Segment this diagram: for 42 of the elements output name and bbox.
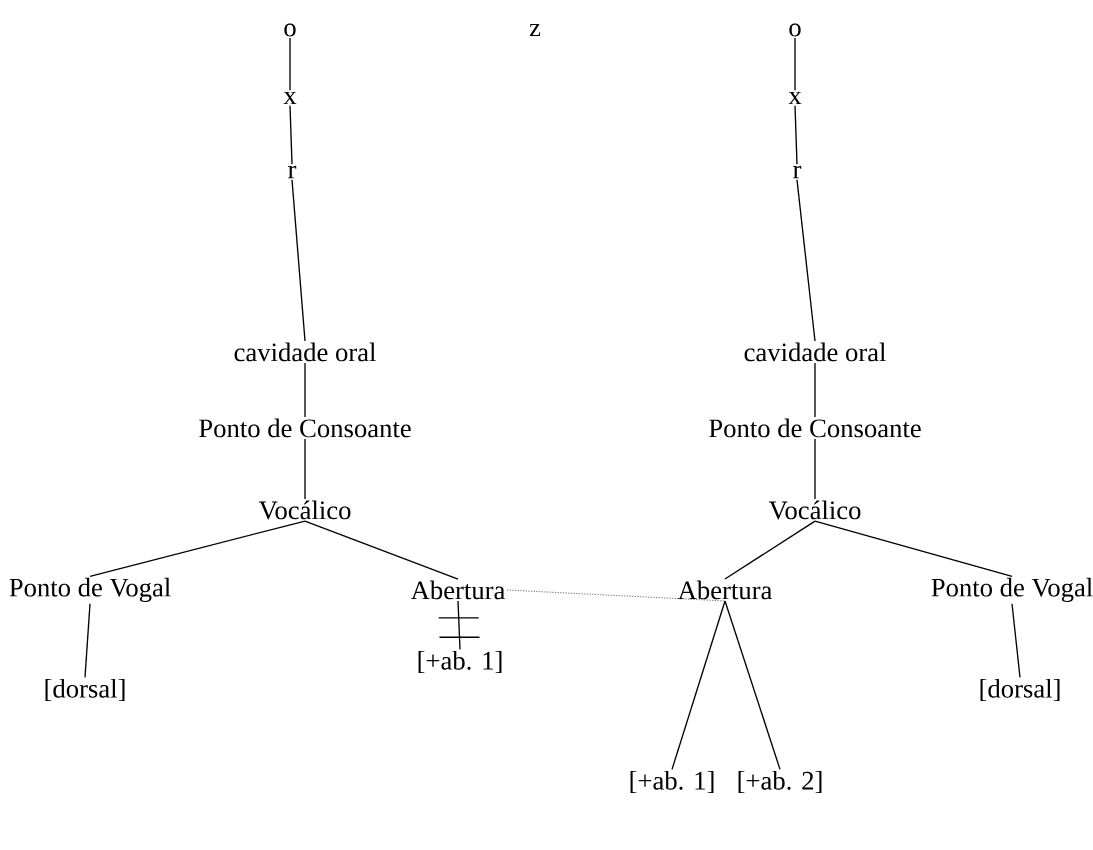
tree-branch xyxy=(304,362,306,418)
tree-label: r xyxy=(793,165,802,179)
tree-label: Ponto de Vogal xyxy=(9,577,171,603)
tree-label: [+ab. 1] xyxy=(418,650,502,674)
tree-label: o xyxy=(789,23,801,37)
tree-branch xyxy=(814,520,1013,577)
tree-label: Abertura xyxy=(410,580,505,600)
tree-label: Ponto de Consoante xyxy=(199,418,411,438)
tree-label: Abertura xyxy=(677,580,772,600)
tree-branch xyxy=(794,37,796,91)
tree-label: [+ab. 2] xyxy=(738,770,822,794)
tree-branch xyxy=(84,603,91,679)
tree-label: Ponto de Consoante xyxy=(709,418,921,438)
tree-branch xyxy=(724,600,781,771)
tree-branch xyxy=(89,520,306,577)
tree-label: r xyxy=(288,165,297,179)
tree-branch xyxy=(289,105,293,165)
tree-branch xyxy=(814,362,816,418)
tree-branch xyxy=(304,520,459,580)
tree-branch xyxy=(794,105,798,165)
tree-label: Vocálico xyxy=(258,500,351,520)
tree-label: [+ab. 1] xyxy=(630,770,714,794)
tree-branch xyxy=(671,600,726,771)
tree-branch xyxy=(304,438,306,500)
tree-branch xyxy=(289,37,291,91)
tree-label: Vocálico xyxy=(768,500,861,520)
tree-label: [dorsal] xyxy=(980,678,1060,702)
tree-label: o xyxy=(284,23,296,37)
tree-branch xyxy=(796,179,816,342)
tree-label: Ponto de Vogal xyxy=(931,577,1093,603)
tree-label: cavidade oral xyxy=(744,342,886,362)
tree-label: x xyxy=(788,91,802,105)
tree-branch xyxy=(291,179,306,342)
tree-branch xyxy=(814,438,816,500)
tree-label: [dorsal] xyxy=(45,678,125,702)
tree-label: cavidade oral xyxy=(234,342,376,362)
tree-branch xyxy=(1011,603,1021,679)
tree-label: z xyxy=(529,23,541,37)
tree-branch xyxy=(457,600,461,651)
dotted-association-line xyxy=(506,589,726,602)
tree-branch xyxy=(724,520,816,580)
tree-label: x xyxy=(283,91,297,105)
